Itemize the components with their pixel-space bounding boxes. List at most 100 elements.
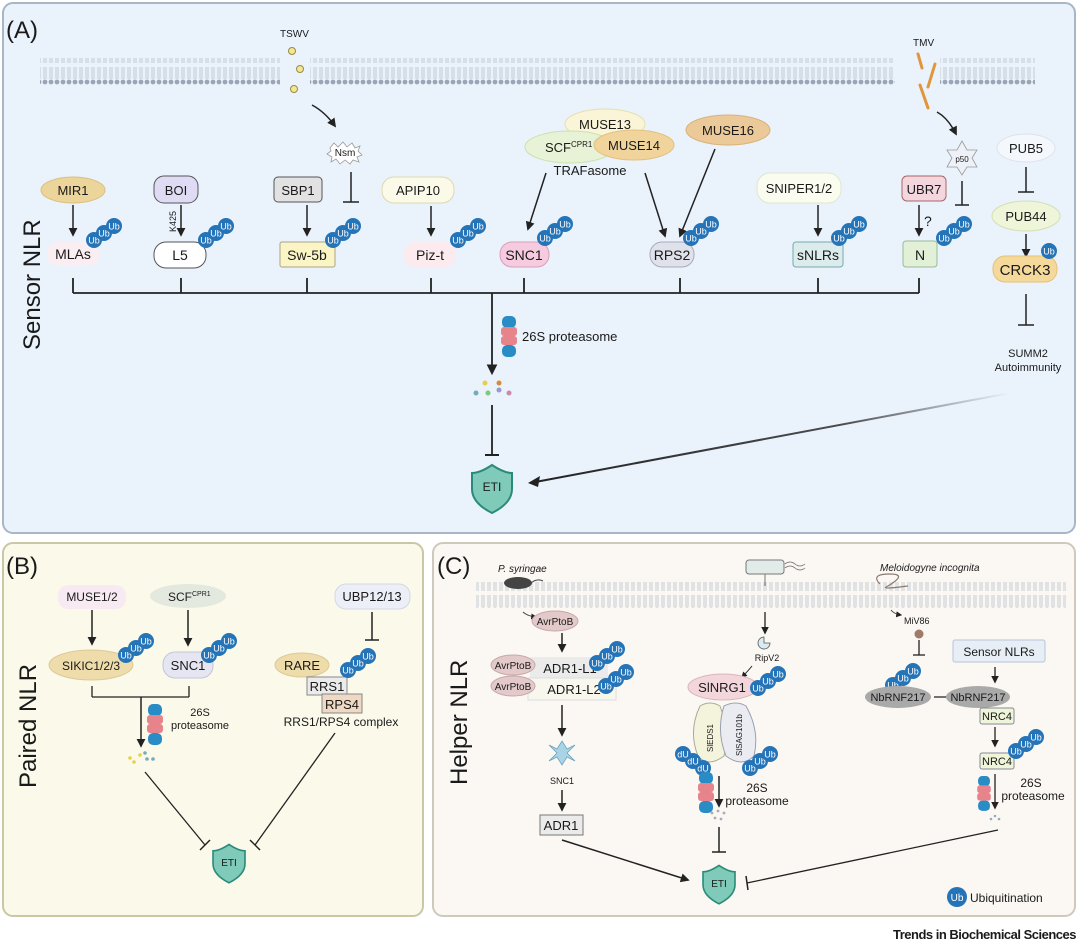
question-mark: ? — [924, 213, 932, 229]
tmv-label: TMV — [913, 38, 934, 49]
ripv2-icon — [757, 636, 771, 650]
svg-text:SCFCPR1: SCFCPR1 — [168, 590, 211, 604]
tswv-label: TSWV — [280, 29, 309, 40]
proteasome-label: 26S — [190, 707, 210, 719]
trafasome-label: TRAFasome — [554, 163, 627, 178]
nrc4-node: NRC4 — [979, 752, 1015, 770]
ub-legend-icon — [947, 887, 967, 907]
eti-shield-icon: ETI — [702, 864, 736, 905]
p50-effector: p50 — [946, 140, 978, 176]
adr1-l1-l2-complex: ADR1-L1 ADR1-L2 AvrPtoB AvrPtoB — [490, 654, 617, 701]
svg-text:UBR7: UBR7 — [907, 182, 942, 197]
svg-text:ADR1-L2: ADR1-L2 — [547, 682, 600, 697]
svg-text:SlSAG101b: SlSAG101b — [735, 714, 744, 756]
svg-text:AvrPtoB: AvrPtoB — [495, 682, 532, 693]
snc1-node: SNC1 — [162, 651, 214, 679]
svg-text:SlNRG1: SlNRG1 — [698, 680, 746, 695]
panel-c-side-title: Helper NLR — [446, 660, 473, 785]
nbrnf217-node: NbRNF217 — [865, 686, 931, 708]
inhibit-line — [254, 732, 336, 846]
panel-b-side-title: Paired NLR — [15, 664, 42, 788]
nlr-n: N — [902, 240, 938, 268]
inhibit-line — [144, 771, 206, 846]
svg-text:AvrPtoB: AvrPtoB — [537, 617, 574, 628]
svg-text:MIR1: MIR1 — [57, 183, 88, 198]
peptide-fragments-icon — [128, 751, 155, 764]
svg-text:SNIPER1/2: SNIPER1/2 — [766, 181, 832, 196]
sleds1-slsag101b-heterodimer: SlEDS1 SlSAG101b — [693, 702, 757, 763]
nlr-crck3: CRCK3 — [992, 255, 1058, 283]
membrane — [476, 582, 1066, 608]
svg-text:RPS4: RPS4 — [325, 697, 359, 712]
ub-single-icon: Ub — [1041, 243, 1057, 259]
proteasome-icon — [501, 316, 517, 357]
complex-label: RRS1/RPS4 complex — [284, 715, 399, 729]
k425-label: K425 — [168, 211, 178, 232]
muse12-node: MUSE1/2 — [58, 585, 126, 609]
avrptob-node: AvrPtoB — [531, 610, 579, 632]
svg-text:SIKIC1/2/3: SIKIC1/2/3 — [62, 659, 120, 673]
ubp12-13-node: UBP12/13 — [334, 583, 411, 610]
proteasome-label: proteasome — [1001, 789, 1065, 803]
svg-text:MUSE16: MUSE16 — [702, 123, 754, 138]
svg-text:SBP1: SBP1 — [281, 183, 314, 198]
proteasome-label: 26S proteasome — [522, 329, 617, 344]
nsm-label: Nsm — [335, 148, 356, 159]
arrow — [644, 172, 668, 238]
snc1-resistosome-icon — [548, 740, 576, 766]
svg-text:RRS1: RRS1 — [310, 679, 345, 694]
svg-text:Ub: Ub — [1043, 247, 1055, 257]
svg-text:AvrPtoB: AvrPtoB — [495, 661, 532, 672]
ripv2-label: RipV2 — [755, 653, 780, 663]
peptide-fragments-icon — [473, 380, 512, 396]
arrow — [311, 104, 337, 128]
sniper-node: SNIPER1/2 — [756, 172, 842, 204]
arrow — [936, 111, 957, 136]
peptide-fragments-icon — [989, 814, 1001, 821]
svg-text:NbRNF217: NbRNF217 — [870, 692, 925, 704]
arrow — [561, 839, 690, 883]
nematode-icon — [876, 573, 909, 589]
sbp1-node: SBP1 — [273, 176, 323, 203]
mir1-node: MIR1 — [40, 176, 106, 204]
nlr-snc1: SNC1 — [499, 241, 550, 268]
svg-text:RPS2: RPS2 — [654, 247, 691, 263]
svg-text:MUSE1/2: MUSE1/2 — [66, 590, 118, 604]
peptide-fragments-icon — [710, 809, 726, 821]
membrane-segment — [310, 58, 895, 86]
arrowhead — [528, 476, 540, 487]
sikic-node: SIKIC1/2/3 — [48, 649, 134, 681]
proteasome-label: 26S — [746, 781, 767, 795]
muse16-node: MUSE16 — [685, 114, 771, 146]
svg-text:BOI: BOI — [165, 183, 187, 198]
proteasome-label: proteasome — [171, 720, 229, 732]
proteasome-icon — [977, 776, 991, 811]
nbrnf217-nrc4-complex: NbRNF217 NRC4 — [946, 686, 1015, 725]
svg-text:N: N — [915, 247, 925, 263]
rrs1-rps4-complex: RARE RRS1 RPS4 — [274, 652, 363, 714]
trafasome-complex: MUSE13 SCFCPR1 MUSE14 TRAFasome — [524, 108, 675, 178]
membrane-segment — [40, 58, 280, 86]
ubiquitination-legend: Ub Ubiquitination — [947, 887, 1043, 907]
legend-label: Ubiquitination — [970, 891, 1043, 905]
inhibit-bar — [199, 839, 211, 851]
membrane-segment — [940, 58, 1035, 86]
panel-b-letter: (B) — [6, 553, 38, 580]
svg-text:PUB5: PUB5 — [1009, 141, 1043, 156]
svg-text:UBP12/13: UBP12/13 — [342, 589, 401, 604]
svg-text:Sensor NLRs: Sensor NLRs — [963, 645, 1034, 659]
miv86-icon — [914, 629, 924, 639]
svg-text:ETI: ETI — [221, 858, 237, 869]
scf-label: SCFCPR1 — [545, 140, 593, 155]
svg-text:Ub: Ub — [951, 893, 964, 904]
svg-text:SlEDS1: SlEDS1 — [706, 723, 715, 752]
arrow — [525, 172, 547, 231]
bacterium-ripv2-icon — [745, 559, 806, 586]
meloidogyne-label: Meloidogyne incognita — [880, 563, 980, 574]
pub44-node: PUB44 — [991, 200, 1061, 232]
miv86-label: MiV86 — [904, 616, 930, 626]
svg-text:ETI: ETI — [483, 480, 502, 494]
eti-shield-icon: ETI — [471, 464, 513, 514]
panel-c-letter: (C) — [437, 553, 470, 580]
